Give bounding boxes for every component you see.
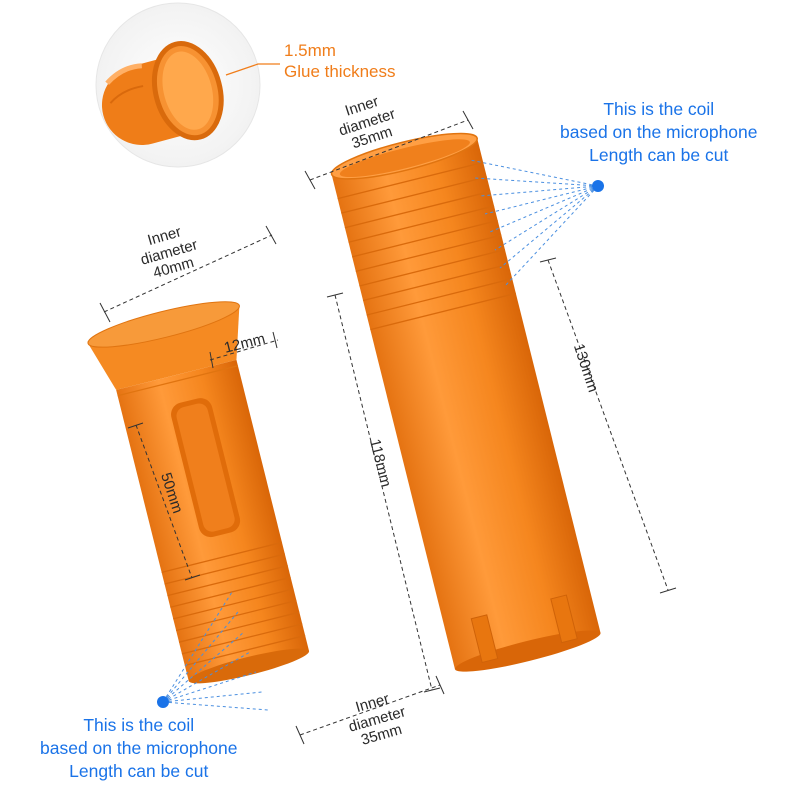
right-tube <box>330 132 601 672</box>
left-coil-rings <box>161 541 306 667</box>
right-coil-rings <box>337 161 517 331</box>
glue-detail-inset <box>95 2 280 168</box>
glue-thickness-label: Glue thickness <box>284 62 396 82</box>
dimension-lines <box>99 110 677 745</box>
left-tube <box>87 301 310 684</box>
left-coil-dot <box>157 696 169 708</box>
right-coil-pointer <box>469 159 604 287</box>
right-coil-dot <box>592 180 604 192</box>
left-coil-pointer <box>157 591 269 711</box>
right-coil-note: This is the coil based on the microphone… <box>560 99 758 165</box>
left-coil-note: This is the coil based on the microphone… <box>40 715 238 781</box>
glue-thickness-note: 1.5mm Glue thickness <box>284 40 396 83</box>
glue-thickness-value: 1.5mm <box>284 41 336 60</box>
